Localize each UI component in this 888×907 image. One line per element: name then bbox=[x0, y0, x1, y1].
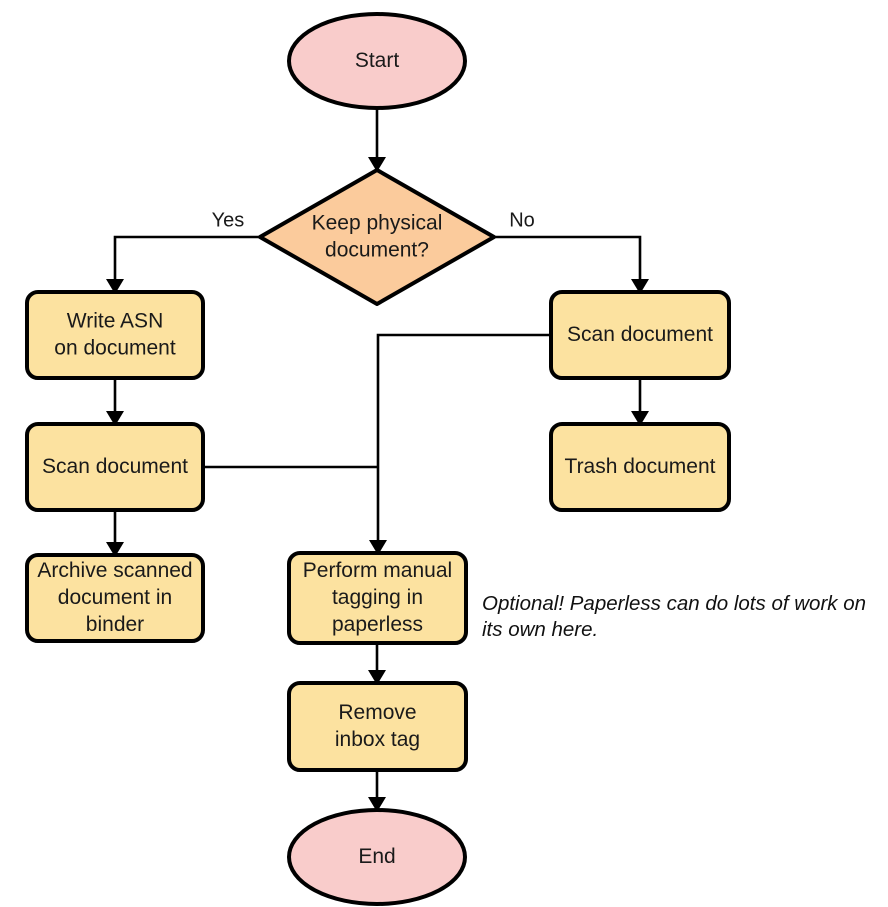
arrowhead-icon bbox=[368, 670, 386, 685]
process-shape[interactable] bbox=[287, 551, 468, 645]
edge-e-tagging-remove bbox=[368, 643, 386, 685]
arrowhead-icon bbox=[368, 797, 386, 812]
edge-line bbox=[113, 235, 260, 286]
edge-label: Yes bbox=[212, 209, 245, 231]
arrowhead-icon bbox=[369, 540, 387, 555]
node-trash[interactable]: Trash document bbox=[549, 422, 731, 512]
node-label: Trash document bbox=[565, 455, 716, 478]
edge-e-start-decision bbox=[368, 108, 386, 172]
process-shape[interactable] bbox=[25, 290, 205, 380]
arrowhead-icon bbox=[106, 411, 124, 426]
edge-line bbox=[376, 333, 551, 547]
decision-shape[interactable] bbox=[258, 168, 496, 306]
edge-e-scanright-trash bbox=[631, 378, 649, 426]
annotation-optional-note: Optional! Paperless can do lots of work … bbox=[482, 592, 866, 641]
node-label: Scan document bbox=[567, 323, 713, 346]
node-label: Start bbox=[355, 49, 400, 72]
arrowhead-icon bbox=[631, 411, 649, 426]
terminator-shape[interactable] bbox=[287, 12, 467, 110]
arrowhead-icon bbox=[631, 279, 649, 294]
node-label: End bbox=[358, 845, 395, 868]
process-shape[interactable] bbox=[549, 290, 731, 380]
node-scan-left[interactable]: Scan document bbox=[25, 422, 205, 512]
process-shape[interactable] bbox=[287, 681, 468, 772]
terminator-shape[interactable] bbox=[287, 808, 467, 906]
edge-line bbox=[494, 235, 642, 286]
arrowhead-icon bbox=[368, 157, 386, 172]
edge-e-scanright-tagging bbox=[369, 333, 551, 555]
process-shape[interactable] bbox=[549, 422, 731, 512]
edge-e-remove-end bbox=[368, 770, 386, 812]
node-end[interactable]: End bbox=[287, 808, 467, 906]
arrowhead-icon bbox=[106, 542, 124, 557]
process-shape[interactable] bbox=[25, 553, 205, 643]
node-label: Scan document bbox=[42, 455, 188, 478]
edge-label: No bbox=[509, 209, 535, 231]
edge-e-decision-yes: Yes bbox=[106, 209, 260, 294]
edge-e-decision-no: No bbox=[494, 209, 649, 294]
edge-e-asn-scanleft bbox=[106, 378, 124, 426]
process-shape[interactable] bbox=[25, 422, 205, 512]
node-scan-right[interactable]: Scan document bbox=[549, 290, 731, 380]
node-start[interactable]: Start bbox=[287, 12, 467, 110]
edge-e-scanleft-archive bbox=[106, 510, 124, 557]
arrowhead-icon bbox=[106, 279, 124, 294]
edges-layer: Yes No bbox=[106, 108, 649, 812]
annotations-layer: Optional! Paperless can do lots of work … bbox=[482, 592, 866, 641]
